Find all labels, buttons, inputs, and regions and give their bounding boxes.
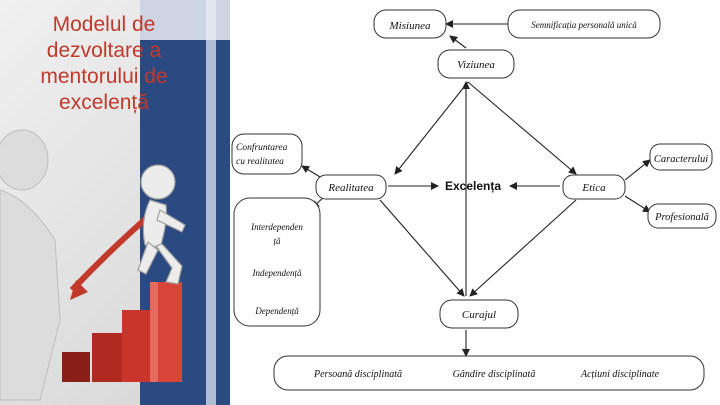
label-independenta: Independență [252, 268, 302, 278]
climbing-figure-illustration [0, 129, 186, 401]
label-actiuni: Acțiuni disciplinate [580, 369, 660, 380]
label-confruntarea-1: Confruntarea [236, 142, 288, 153]
label-persoana: Persoană disciplinată [313, 369, 402, 380]
bar-chart-icon [62, 282, 182, 382]
label-gandire: Gândire disciplinată [453, 369, 536, 380]
page-title: Modelul de dezvoltare a mentorului de ex… [40, 13, 168, 114]
arrow-viziune-to-realitate [394, 81, 469, 175]
box-confruntarea [231, 133, 303, 175]
box-disciplina [273, 355, 705, 391]
box-etica [562, 174, 626, 200]
box-caracterului [649, 143, 713, 171]
label-realitatea: Realitatea [327, 182, 374, 194]
box-misiunea [373, 9, 447, 39]
box-dependence-stages [233, 197, 321, 327]
label-viziunea: Viziunea [457, 59, 495, 71]
stick-figure-icon [137, 164, 186, 285]
label-interdependenta-1: Interdependen [250, 222, 303, 232]
growth-arrow-icon [69, 212, 152, 300]
background-figure-icon [0, 129, 61, 401]
box-semnificatia [507, 9, 661, 39]
label-etica: Etica [581, 182, 606, 194]
label-curajul: Curajul [462, 309, 496, 321]
label-confruntarea-2: cu realitatea [236, 157, 284, 167]
label-semnificatia: Semnificația personală unică [531, 20, 637, 30]
arrow-viziune-to-misiune [449, 35, 467, 49]
box-realitatea [315, 174, 387, 200]
light-stripe [206, 0, 216, 405]
arrow-etica-to-profesionala [624, 195, 651, 213]
label-profesionala: Profesională [654, 212, 709, 223]
label-caracterului: Caracterului [654, 154, 708, 165]
arrow-viziune-to-etica [467, 81, 577, 175]
label-interdependenta-2: ță [273, 236, 281, 246]
label-dependenta: Dependență [254, 306, 299, 316]
arrow-etica-to-curaj [469, 199, 577, 297]
box-profesionala [647, 203, 717, 229]
label-misiunea: Misiunea [389, 20, 431, 32]
left-panel: Modelul de dezvoltare a mentorului de ex… [0, 0, 230, 405]
label-excelenta: Excelența [445, 179, 501, 193]
arrow-etica-to-caracter [624, 159, 651, 181]
box-viziunea [437, 49, 515, 79]
box-curajul [439, 299, 519, 329]
labels: Misiunea Semnificația personală unică Vi… [236, 20, 709, 380]
arrow-realitate-to-curaj [379, 199, 465, 297]
boxes [231, 9, 717, 391]
